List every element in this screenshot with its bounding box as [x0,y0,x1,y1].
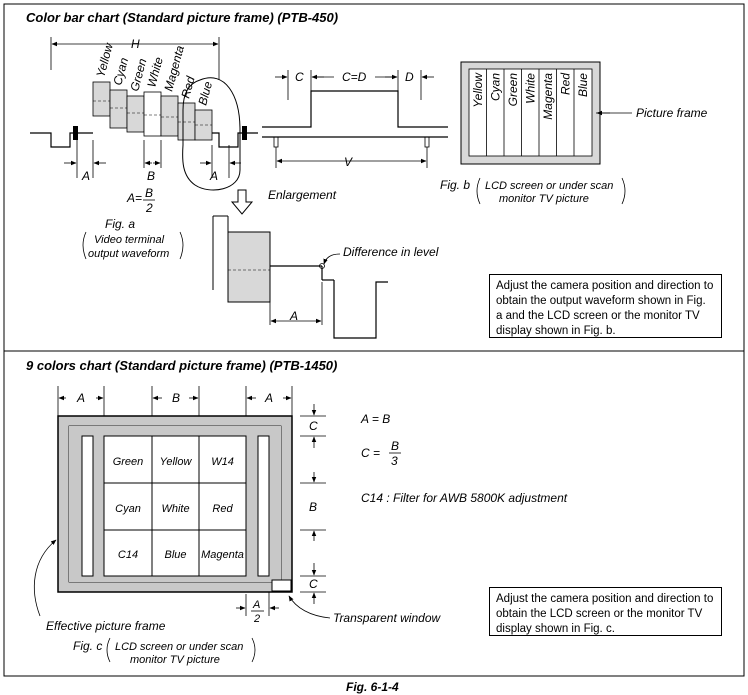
eq-C-left: C = [361,446,380,460]
fig-c-line1: LCD screen or under scan [115,641,243,653]
filter-note: C14 : Filter for AWB 5800K adjustment [361,491,568,505]
frame-bar-label: White [524,73,538,104]
eq-C-num: B [391,439,399,453]
frame-bar-label: Red [559,73,573,95]
fig-b-line1: LCD screen or under scan [485,180,613,192]
frame-bar-label: Magenta [541,73,555,120]
fig-a-line2: output waveform [88,248,169,260]
section1-title: Color bar chart (Standard picture frame)… [26,10,338,25]
fig-a-title: Fig. a [105,217,135,231]
transparent-window-label: Transparent window [333,611,441,625]
formula-A: A= [126,191,142,205]
frame-bar-label: Blue [576,73,590,97]
enlargement-detail: Difference in level A [212,215,439,339]
frac-den: 2 [253,613,260,625]
waveform-bar-label: Red [178,75,197,100]
enlargement-label: Enlargement [268,188,337,202]
eq-C-den: 3 [391,454,398,468]
fig-a-line1: Video terminal [94,234,165,246]
effective-frame-label: Effective picture frame [46,619,166,633]
outer-border [3,3,745,677]
waveform-bar-label: Cyan [110,56,131,87]
c-dim-B-top: B [172,391,180,405]
waveform-cd: C C=D D V [262,70,448,169]
c-dim-A-right: A [264,391,273,405]
fig-c-chart: A B A [34,386,441,666]
c-dim-B-right: B [309,500,317,514]
grid-cell-label: W14 [211,456,234,468]
formula-num: B [145,186,153,200]
picture-frame-label: Picture frame [636,106,708,120]
frame-bar-label: Green [506,73,520,107]
c-dim-A-left: A [76,391,85,405]
c-dim-C-bottom: C [309,577,318,591]
frac-num: A [252,599,260,611]
dim-H-label: H [131,37,140,51]
dim-A-label-right: A [209,169,218,183]
grid-cell-label: Blue [164,549,186,561]
frame-bar-label: Yellow [471,72,485,108]
fig-c-prefix: Fig. c [73,639,102,653]
dim-C-label: C [295,70,304,84]
eq-A-eq-B: A = B [360,412,390,426]
waveform-bar-label: Blue [195,80,215,107]
note-box-section2: Adjust the camera position and direction… [489,587,722,636]
grid-cell-label: Red [212,503,233,515]
dim-CeqD-label: C=D [342,70,367,84]
grid-cell-label: Yellow [160,456,193,468]
dim-D-label: D [405,70,414,84]
fig-c-line2: monitor TV picture [130,654,220,666]
fig-b-line2: monitor TV picture [499,193,589,205]
c-dim-C-top: C [309,419,318,433]
dim-A-label-left: A [81,169,90,183]
difference-level-label: Difference in level [343,245,439,259]
enlargement-dim-A: A [289,309,298,323]
dim-B-label: B [147,169,155,183]
dim-V-label: V [344,155,353,169]
grid-cell-label: Green [113,456,144,468]
formula-den: 2 [145,201,153,215]
waveform-fig-a: H [30,37,337,260]
grid-cell-label: Cyan [115,503,141,515]
fig-b-frame: Picture frame Fig. b LCD screen or under… [440,61,708,205]
note-box-section1: Adjust the camera position and direction… [489,274,722,338]
fig-b-prefix: Fig. b [440,178,470,192]
grid-cell-label: C14 [118,549,138,561]
section2-title: 9 colors chart (Standard picture frame) … [26,358,337,373]
grid-cell-label: White [161,503,189,515]
grid-cell-label: Magenta [201,549,244,561]
figure-caption: Fig. 6-1-4 [346,680,399,694]
frame-bar-label: Cyan [489,73,503,101]
